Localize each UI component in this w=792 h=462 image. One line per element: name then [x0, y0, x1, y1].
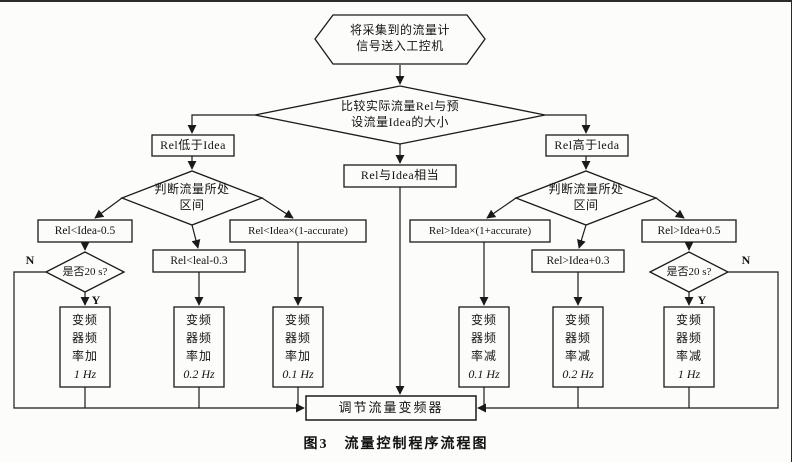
act5-line-3: 率减 [564, 349, 591, 363]
act6-line-1: 变频 [675, 313, 702, 327]
figure-caption: 图3 流量控制程序流程图 [303, 436, 489, 452]
above-rect [545, 134, 629, 157]
act3-line-4: 0.1 Hz [282, 367, 314, 381]
act5-label: 变频 器频 率减 0.2 Hz [553, 307, 603, 387]
act6-line-4: 1 Hz [677, 367, 701, 381]
cond-l1-rect [37, 219, 133, 243]
act4-line-3: 率减 [470, 349, 497, 363]
connector-judgeright-condr1 [486, 197, 517, 219]
cond-r2-label: Rel>Idea+0.3 [546, 254, 610, 267]
act3-label: 变频 器频 率加 0.1 Hz [273, 307, 323, 387]
act4-label: 变频 器频 率减 0.1 Hz [459, 307, 509, 387]
connector-compare-above [545, 114, 591, 134]
compare-diamond [254, 85, 546, 145]
branch-n-right-label: N [741, 253, 751, 268]
adjust-rect [305, 395, 477, 421]
timer-right-label: 是否20 s? [666, 265, 712, 278]
connector-judgeright-condr2 [577, 224, 587, 249]
act1-label: 变频 器频 率加 1 Hz [60, 307, 110, 387]
cond-r1-rect [409, 219, 551, 243]
adjust-node-label: 调节流量变频器 [338, 399, 444, 415]
start-line-1: 将采集到的流量计 [349, 23, 450, 38]
start-node-label: 将采集到的流量计 信号送入工控机 [333, 16, 467, 62]
cond-r3-rect [641, 219, 737, 243]
act1-line-1: 变频 [71, 313, 98, 327]
act4-line-2: 器频 [470, 331, 497, 345]
act5-rect [552, 306, 604, 388]
act5-line-1: 变频 [564, 313, 591, 327]
act6-label: 变频 器频 率减 1 Hz [664, 307, 714, 387]
branch-y-right-label: Y [697, 293, 707, 308]
timer-right-diamond [648, 251, 730, 293]
act6-line-3: 率减 [675, 349, 702, 363]
branch-y-left-label: Y [91, 293, 101, 308]
act5-line-2: 器频 [564, 331, 591, 345]
compare-node-label: 比较实际流量Rel与预 设流量Idea的大小 [300, 92, 500, 138]
cond-l2-rect [152, 249, 246, 273]
connector-timerright-n-adjust [477, 271, 779, 413]
cond-l3-rect [229, 219, 367, 243]
judge-right-line-2: 区间 [573, 198, 599, 212]
act2-rect [173, 306, 225, 388]
above-node-label: Rel高于leda [554, 137, 620, 152]
act2-label: 变频 器频 率加 0.2 Hz [174, 307, 224, 387]
connector-judgeleft-condl3 [261, 197, 294, 219]
connectors [13, 65, 779, 413]
judge-left-label: 判断流量所处 区间 [122, 178, 262, 218]
timer-left-label: 是否20 s? [62, 265, 108, 278]
judge-right-line-1: 判断流量所处 [548, 182, 624, 197]
act1-rect [59, 306, 111, 388]
act1-line-4: 1 Hz [73, 367, 97, 381]
act6-line-2: 器频 [675, 331, 702, 345]
act2-line-3: 率加 [185, 349, 212, 363]
cond-l1-label: Rel<Idea-0.5 [54, 224, 116, 237]
connector-judgeleft-condl1 [94, 197, 123, 219]
act4-line-1: 变频 [470, 313, 497, 327]
judge-left-diamond [120, 170, 264, 226]
start-hexagon [314, 14, 486, 65]
equal-rect [343, 164, 457, 188]
act2-line-1: 变频 [185, 313, 212, 327]
connector-judgeleft-condl2 [191, 224, 201, 249]
below-rect [151, 134, 235, 157]
act2-line-2: 器频 [185, 331, 212, 345]
act1-line-2: 器频 [71, 331, 98, 345]
act3-rect [272, 306, 324, 388]
compare-line-1: 比较实际流量Rel与预 [340, 99, 460, 114]
act6-rect [663, 306, 715, 388]
cond-r1-label: Rel>Idea×(1+accurate) [428, 224, 532, 237]
connector-judgeright-condr3 [655, 197, 685, 219]
act1-line-3: 率加 [71, 349, 98, 363]
node-shapes [37, 14, 737, 421]
judge-right-diamond [514, 170, 658, 226]
equal-node-label: Rel与Idea相当 [360, 168, 440, 183]
judge-right-label: 判断流量所处 区间 [516, 178, 656, 218]
act3-line-3: 率加 [284, 349, 311, 363]
below-node-label: Rel低于Idea [160, 137, 226, 152]
cond-l3-label: Rel<Idea×(1-accurate) [248, 224, 348, 237]
connector-timerleft-n-adjust [13, 271, 305, 413]
act5-line-4: 0.2 Hz [562, 367, 594, 381]
start-line-2: 信号送入工控机 [356, 39, 444, 53]
timer-left-diamond [44, 251, 126, 293]
act3-line-2: 器频 [284, 331, 311, 345]
branch-n-left-label: N [25, 253, 35, 268]
judge-left-line-1: 判断流量所处 [154, 182, 230, 197]
compare-line-2: 设流量Idea的大小 [351, 115, 449, 129]
cond-r3-label: Rel>Idea+0.5 [657, 224, 721, 237]
act2-line-4: 0.2 Hz [183, 367, 215, 381]
act4-rect [458, 306, 510, 388]
connector-compare-below [187, 114, 255, 134]
act4-line-4: 0.1 Hz [468, 367, 500, 381]
act3-line-1: 变频 [284, 313, 311, 327]
cond-r2-rect [531, 249, 625, 273]
judge-left-line-2: 区间 [179, 198, 205, 212]
cond-l2-label: Rel<leal-0.3 [170, 254, 228, 267]
